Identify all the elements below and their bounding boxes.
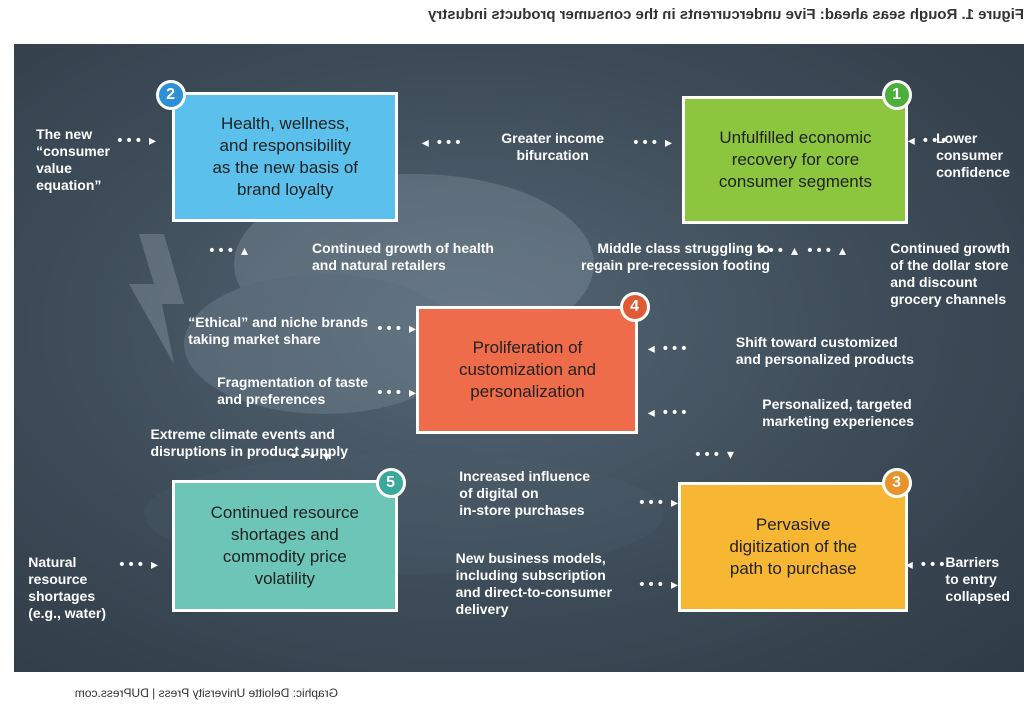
label-dollar-store: Continued growth of the dollar store and… (890, 240, 1010, 307)
diagram-panel: Health, wellness, and responsibility as … (14, 44, 1024, 672)
arrow-icon: ▴ ••• (756, 243, 798, 259)
arrow-icon: ◂ ••• (630, 135, 672, 151)
label-greater-income: Greater income bifurcation (501, 130, 604, 163)
figure-title: Figure 1. Rough seas ahead: Five undercu… (428, 6, 1024, 23)
arrow-icon: ▴ ••• (206, 243, 248, 259)
label-barriers: Barriers to entry collapsed (945, 554, 1010, 604)
undercurrent-5-text: Continued resource shortages and commodi… (210, 503, 360, 588)
label-ethical-brands: “Ethical” and niche brands taking market… (188, 314, 368, 347)
figure-footer: Graphic: Deloitte University Press | DUP… (74, 686, 338, 700)
undercurrent-3-text: Pervasive digitization of the path to pu… (729, 515, 857, 578)
label-digital-influence: Increased influence of digital on in-sto… (459, 468, 590, 518)
badge-1: 1 (882, 80, 912, 110)
undercurrent-box-1: Unfulfilled economic recovery for core c… (682, 96, 908, 224)
arrow-icon: ▴ ••• (804, 243, 846, 259)
label-middle-class: Middle class struggling to regain pre-re… (580, 240, 770, 273)
arrow-icon: ••• ▸ (904, 557, 946, 573)
badge-2: 2 (156, 80, 186, 110)
label-health-retailers: Continued growth of health and natural r… (312, 240, 494, 273)
badge-3: 3 (882, 468, 912, 498)
label-targeted-marketing: Personalized, targeted marketing experie… (762, 396, 914, 429)
arrow-icon: ◂ ••• (374, 385, 416, 401)
arrow-icon: ••• ▸ (906, 133, 948, 149)
arrow-icon: ▾ ••• (692, 447, 734, 463)
undercurrent-box-4: Proliferation of customization and perso… (416, 306, 638, 434)
arrow-icon: ••• ▸ (646, 341, 688, 357)
label-fragmentation: Fragmentation of taste and preferences (217, 374, 368, 407)
undercurrent-box-3: Pervasive digitization of the path to pu… (678, 482, 908, 612)
label-shift-custom: Shift toward customized and personalized… (735, 334, 914, 367)
undercurrent-1-text: Unfulfilled economic recovery for core c… (718, 128, 872, 191)
badge-4: 4 (620, 292, 650, 322)
arrow-icon: ◂ ••• (636, 577, 678, 593)
badge-5: 5 (376, 468, 406, 498)
arrow-icon: ••• ▸ (420, 135, 462, 151)
undercurrent-2-text: Health, wellness, and responsibility as … (212, 114, 358, 199)
label-new-value-equation: The new “consumer value equation” (36, 126, 110, 193)
arrow-icon: ••• ▸ (646, 405, 688, 421)
label-natural-resource: Natural resource shortages (e.g., water) (28, 554, 106, 621)
undercurrent-box-2: Health, wellness, and responsibility as … (172, 92, 398, 222)
arrow-icon: ◂ ••• (636, 495, 678, 511)
arrow-icon: ◂ ••• (116, 557, 158, 573)
label-business-models: New business models, including subscript… (455, 550, 612, 617)
undercurrent-box-5: Continued resource shortages and commodi… (172, 480, 398, 612)
arrow-icon: ◂ ••• (374, 321, 416, 337)
arrow-icon: ▾ ••• (288, 449, 330, 465)
undercurrent-4-text: Proliferation of customization and perso… (458, 338, 596, 401)
arrow-icon: ◂ ••• (114, 133, 156, 149)
